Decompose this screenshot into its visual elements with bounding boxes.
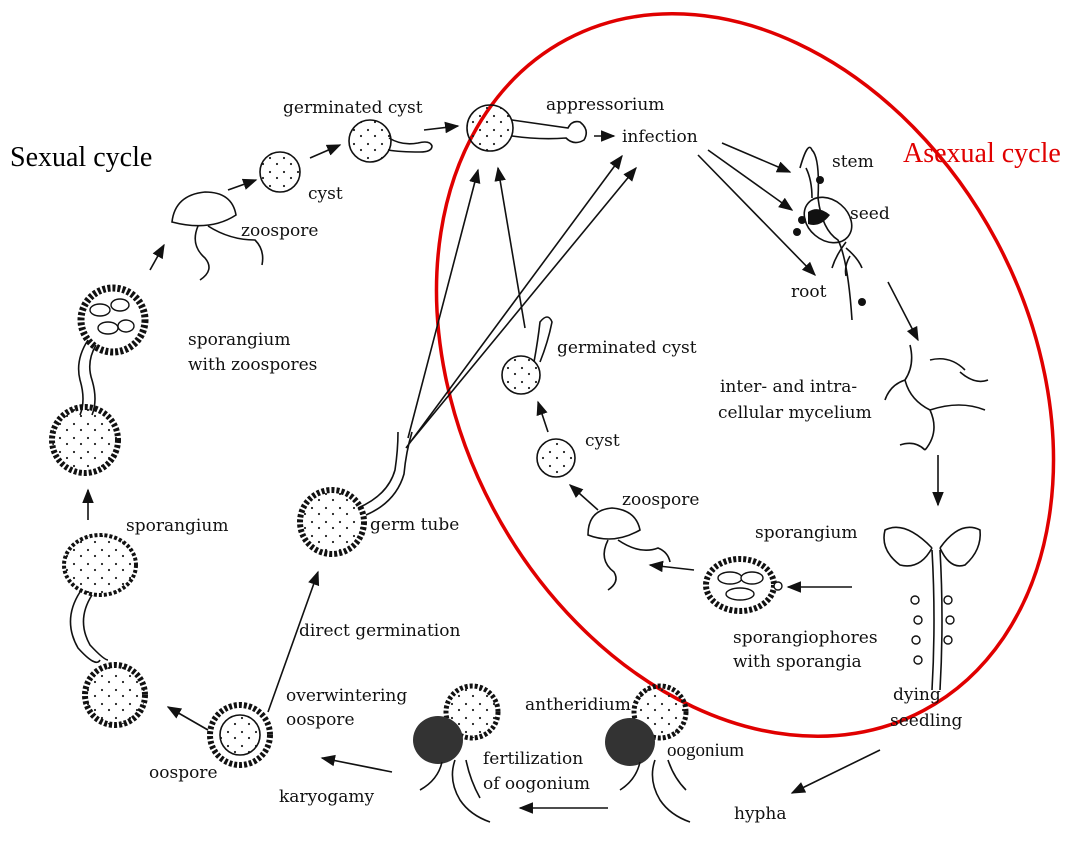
label-oospore: oospore: [149, 763, 218, 783]
germinated-cyst-top: [349, 120, 432, 162]
label-cyst-mid: cyst: [585, 431, 620, 451]
label-dying-1: dying: [893, 685, 941, 705]
sporangium-right: [706, 559, 782, 611]
germ-tube-oospore: [300, 432, 412, 554]
label-fertilization-1: fertilization: [483, 749, 583, 769]
mycelium: [885, 345, 988, 450]
dying-seedling: [884, 527, 980, 690]
sporangium-left: [64, 535, 145, 725]
label-karyogamy: karyogamy: [279, 787, 375, 807]
overwintering-oospore: [210, 705, 270, 765]
label-zoospore-mid: zoospore: [622, 490, 699, 510]
label-zoospore-top: zoospore: [241, 221, 318, 241]
label-stem: stem: [832, 152, 874, 172]
label-infection: infection: [622, 127, 698, 147]
label-hypha: hypha: [734, 804, 787, 824]
label-cyst-top: cyst: [308, 184, 343, 204]
label-fertilization-2: of oogonium: [483, 774, 590, 794]
label-sporangium-right: sporangium: [755, 523, 857, 543]
label-sporangium-zoospores-2: with zoospores: [188, 355, 317, 375]
label-oogonium: oogonium: [667, 740, 744, 761]
label-sporangium-left: sporangium: [126, 516, 228, 536]
cyst-top: [260, 152, 300, 192]
label-mycelium-2: cellular mycelium: [718, 403, 872, 423]
label-overwintering-2: oospore: [286, 710, 355, 730]
label-sporangiophores-2: with sporangia: [733, 652, 862, 672]
cycle-arrows: [88, 126, 938, 808]
zoospore-mid: [588, 508, 670, 590]
cyst-mid: [537, 439, 575, 477]
label-direct-germination: direct germination: [299, 621, 460, 641]
label-seed: seed: [850, 204, 890, 224]
label-overwintering-1: overwintering: [286, 686, 407, 706]
asexual-cycle-ellipse: [315, 0, 1086, 841]
label-sporangiophores-1: sporangiophores: [733, 628, 878, 648]
label-sporangium-zoospores-1: sporangium: [188, 330, 290, 350]
label-germ-tube: germ tube: [370, 515, 459, 535]
label-antheridium: antheridium: [525, 695, 631, 715]
label-germinated-cyst-top: germinated cyst: [283, 98, 423, 118]
label-dying-2: seedling: [890, 711, 963, 731]
label-mycelium-1: inter- and intra-: [720, 377, 857, 397]
label-root: root: [791, 282, 827, 302]
label-appressorium: appressorium: [546, 95, 664, 115]
sporangium-with-zoospores: [52, 288, 145, 473]
label-germinated-cyst-mid: germinated cyst: [557, 338, 697, 358]
sexual-cycle-title: Sexual cycle: [10, 142, 152, 173]
germinated-cyst-mid: [502, 317, 552, 394]
asexual-cycle-title: Asexual cycle: [903, 138, 1061, 169]
